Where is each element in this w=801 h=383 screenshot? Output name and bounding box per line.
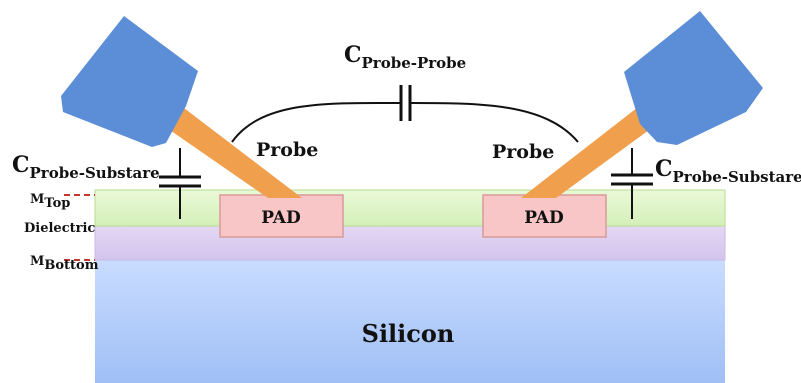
c-probe-substrate-left-label: CProbe-Substare xyxy=(12,152,160,182)
probe-right-label: Probe xyxy=(492,141,554,163)
pad-left-label: PAD xyxy=(261,208,301,228)
probe-probe-wire-right xyxy=(410,102,579,143)
pad-right-label: PAD xyxy=(524,208,564,228)
probe-head-left xyxy=(61,16,198,147)
probe-head-right xyxy=(624,11,763,145)
silicon-label: Silicon xyxy=(362,319,455,348)
dielectric-label: Dielectric xyxy=(24,221,95,236)
m-top-label: MTop xyxy=(30,192,70,211)
c-probe-substrate-right-label: CProbe-Substare xyxy=(655,156,801,186)
c-probe-probe-label: CProbe-Probe xyxy=(344,42,466,72)
metal-top-layer xyxy=(94,189,726,227)
silicon-layer xyxy=(95,260,725,383)
probe-left-label: Probe xyxy=(256,139,318,161)
pad-left xyxy=(219,194,344,238)
probe-arm-left xyxy=(164,108,302,198)
m-bottom-label: MBottom xyxy=(30,254,99,273)
probe-arm-right xyxy=(521,104,660,198)
probe-probe-wire-left xyxy=(231,101,401,143)
dielectric-layer xyxy=(94,225,726,261)
